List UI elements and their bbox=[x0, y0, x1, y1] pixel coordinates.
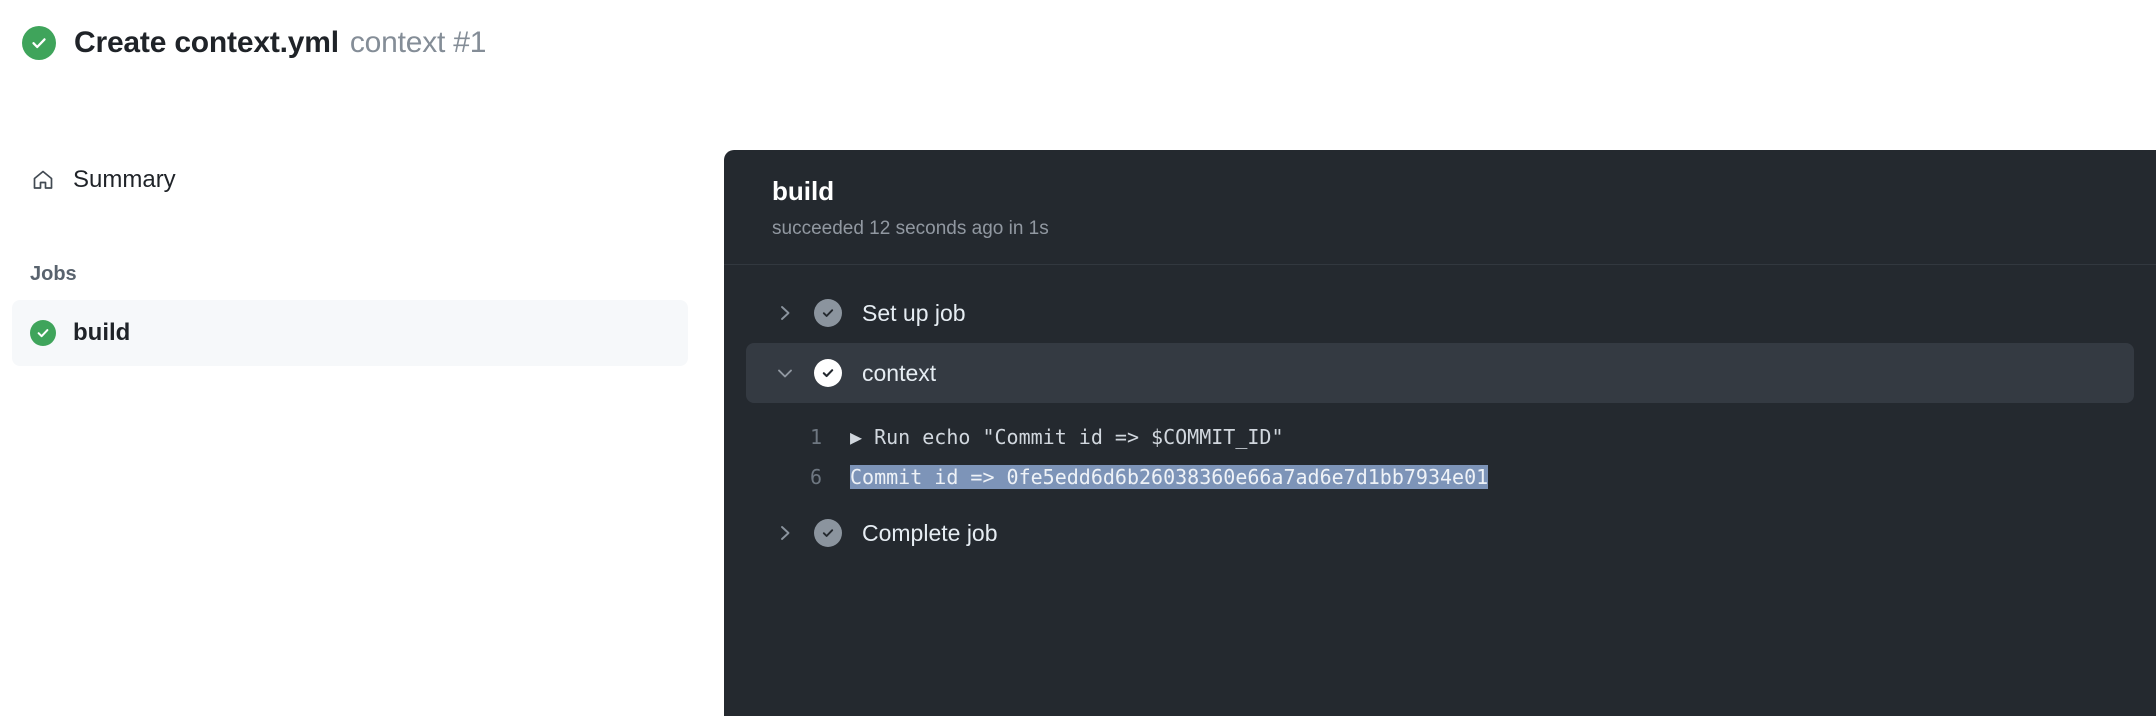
step-label: Set up job bbox=[862, 299, 966, 326]
log-line-text-selected: Commit id => 0fe5edd6d6b26038360e66a7ad6… bbox=[850, 465, 1489, 489]
log-line: 1 ▶ Run echo "Commit id => $COMMIT_ID" bbox=[724, 417, 2156, 457]
step-row-set-up-job[interactable]: Set up job bbox=[746, 283, 2134, 343]
check-circle-icon bbox=[22, 26, 56, 60]
run-title-text: Create context.yml bbox=[74, 26, 339, 59]
sidebar-item-job-build[interactable]: build bbox=[12, 300, 688, 366]
step-label: Complete job bbox=[862, 519, 998, 546]
job-status-text: succeeded 12 seconds ago in 1s bbox=[772, 218, 1049, 239]
step-log-output[interactable]: 1 ▶ Run echo "Commit id => $COMMIT_ID" 6… bbox=[724, 403, 2156, 503]
run-header: Create context.yml context #1 bbox=[22, 26, 486, 60]
chevron-right-icon[interactable] bbox=[770, 298, 800, 328]
sidebar-item-job-build-label: build bbox=[73, 319, 131, 346]
check-circle-icon bbox=[30, 320, 56, 346]
step-row-context[interactable]: context bbox=[746, 343, 2134, 403]
log-line-number: 1 bbox=[809, 425, 822, 449]
log-line: 6 Commit id => 0fe5edd6d6b26038360e66a7a… bbox=[724, 457, 2156, 497]
check-circle-icon bbox=[814, 299, 842, 327]
job-log-panel: build succeeded 12 seconds ago in 1s Set… bbox=[724, 150, 2156, 716]
log-line-text: ▶ Run echo "Commit id => $COMMIT_ID" bbox=[850, 425, 1283, 449]
chevron-right-icon[interactable] bbox=[770, 518, 800, 548]
chevron-down-icon[interactable] bbox=[770, 358, 800, 388]
check-circle-icon bbox=[814, 519, 842, 547]
sidebar-item-summary-label: Summary bbox=[73, 166, 176, 193]
run-triangle-icon: ▶ bbox=[850, 425, 863, 449]
job-log-header: build succeeded 12 seconds ago in 1s bbox=[724, 150, 2156, 265]
log-line-body: Run echo "Commit id => $COMMIT_ID" bbox=[862, 425, 1284, 449]
check-circle-icon bbox=[814, 359, 842, 387]
page-title: Create context.yml context #1 bbox=[74, 26, 486, 60]
step-row-complete-job[interactable]: Complete job bbox=[746, 503, 2134, 563]
job-title: build bbox=[772, 176, 835, 206]
home-icon bbox=[30, 167, 56, 193]
run-subtitle-text: context #1 bbox=[349, 26, 487, 59]
jobs-section-heading: Jobs bbox=[30, 263, 77, 285]
log-line-number: 6 bbox=[809, 465, 822, 489]
step-label: context bbox=[862, 359, 937, 386]
sidebar-item-summary[interactable]: Summary bbox=[12, 152, 688, 208]
sidebar: Summary Jobs build bbox=[0, 140, 700, 366]
